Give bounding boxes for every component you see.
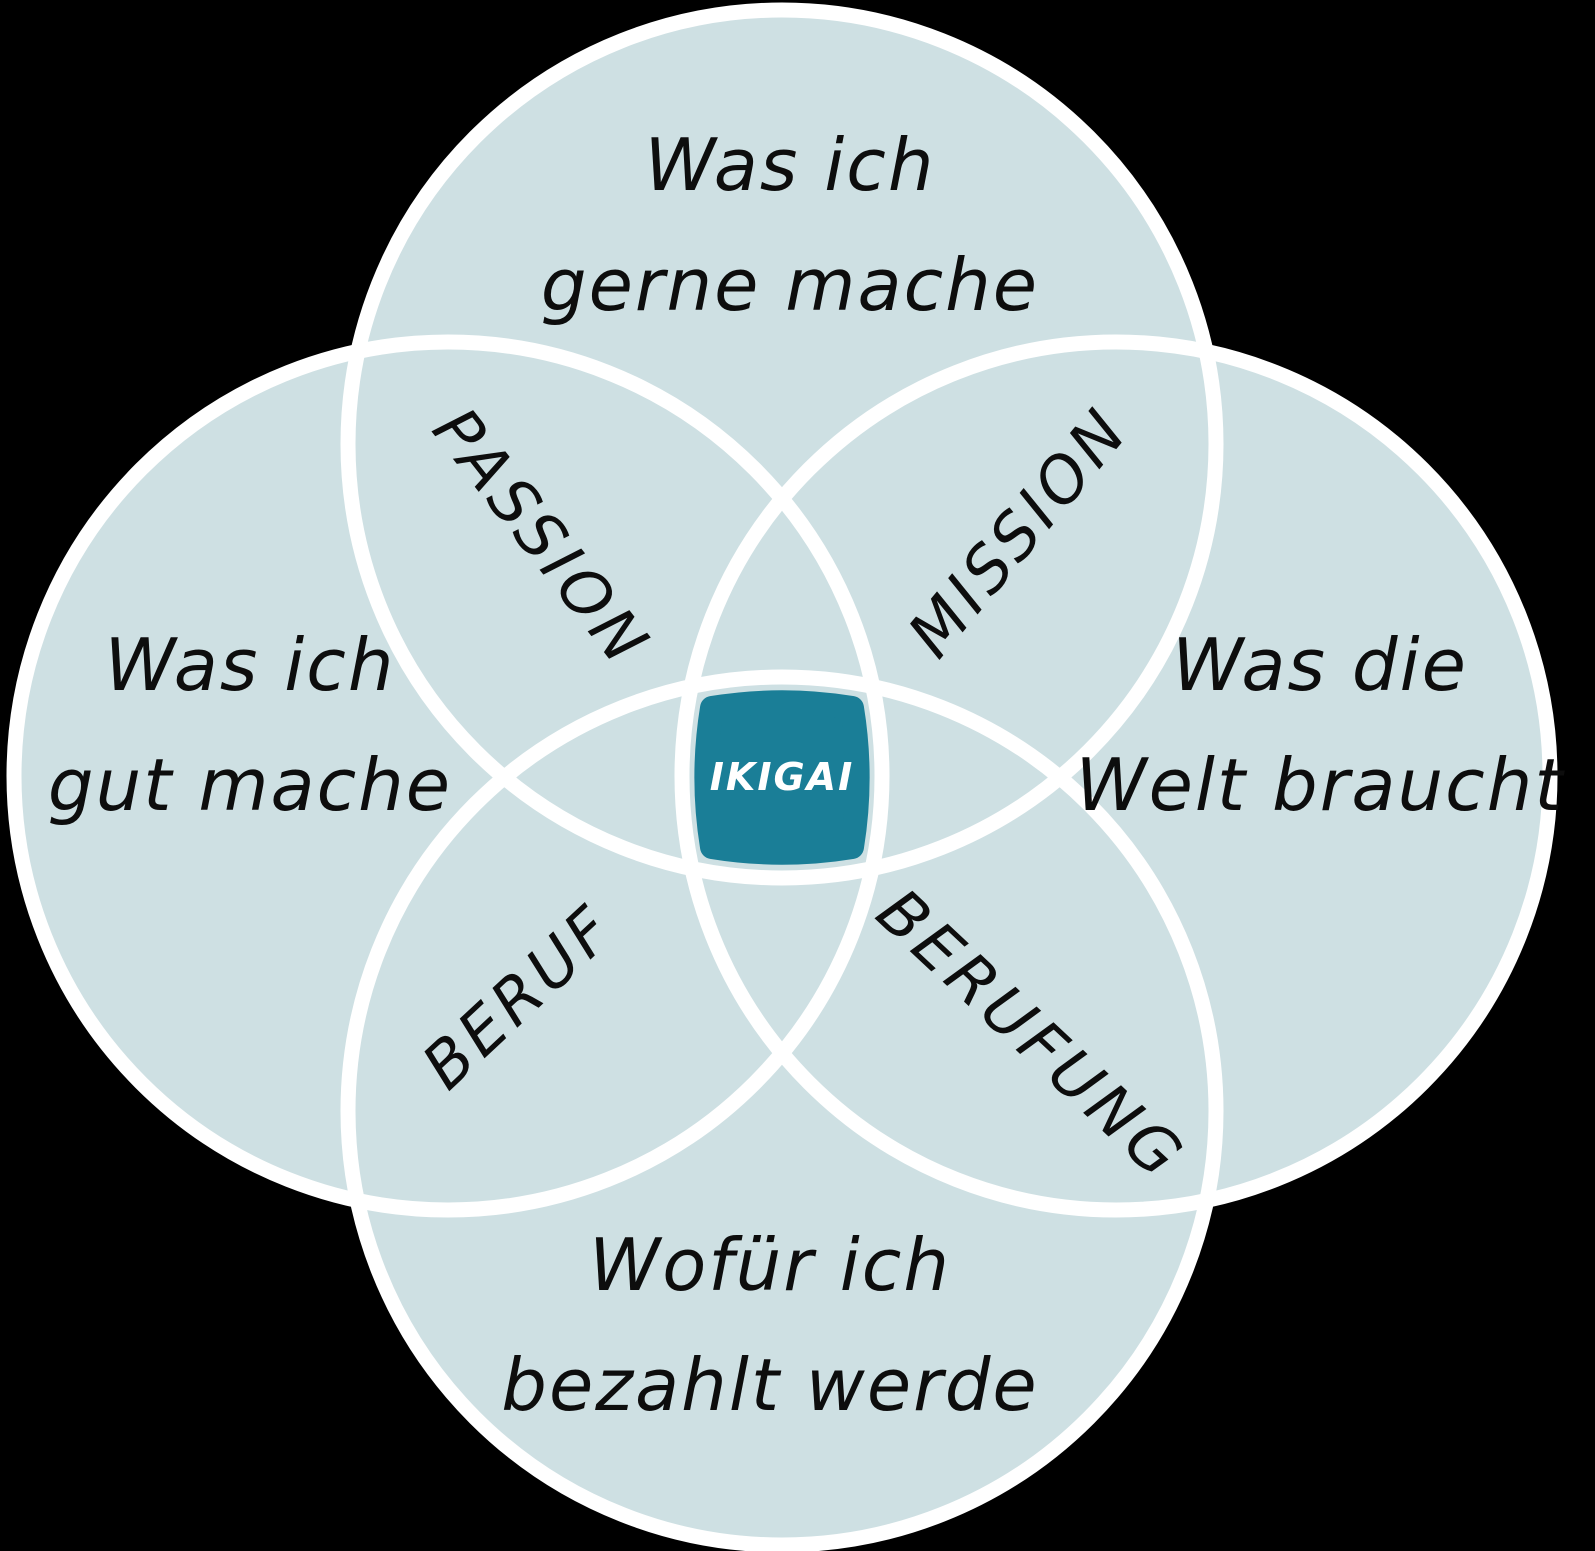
circle-top-label-line2: gerne mache (541, 243, 1039, 327)
circle-bottom-fill (348, 677, 1216, 1545)
circle-right-outline (674, 334, 1558, 1218)
circle-labels: Was ich gerne mache Was ich gut mache Wa… (48, 123, 1565, 1427)
circle-left-outline (6, 334, 890, 1218)
circle-fills (14, 10, 1550, 1545)
circle-left-label-line2: gut mache (48, 743, 452, 827)
ikigai-center-label: IKIGAI (710, 755, 854, 799)
circle-outlines (6, 2, 1558, 1551)
circle-right-label-line2: Welt braucht (1075, 743, 1565, 827)
circle-top-label-line1: Was ich (645, 123, 936, 207)
circle-bottom-outline (340, 669, 1224, 1551)
circle-bottom-label-line2: bezahlt werde (501, 1343, 1038, 1427)
circle-left-label-line1: Was ich (105, 623, 396, 707)
circle-top-outline (340, 2, 1224, 886)
ikigai-center-badge (694, 690, 870, 865)
circle-bottom-label-line1: Wofür ich (589, 1223, 951, 1307)
circle-right-label-line1: Was die (1172, 623, 1468, 707)
